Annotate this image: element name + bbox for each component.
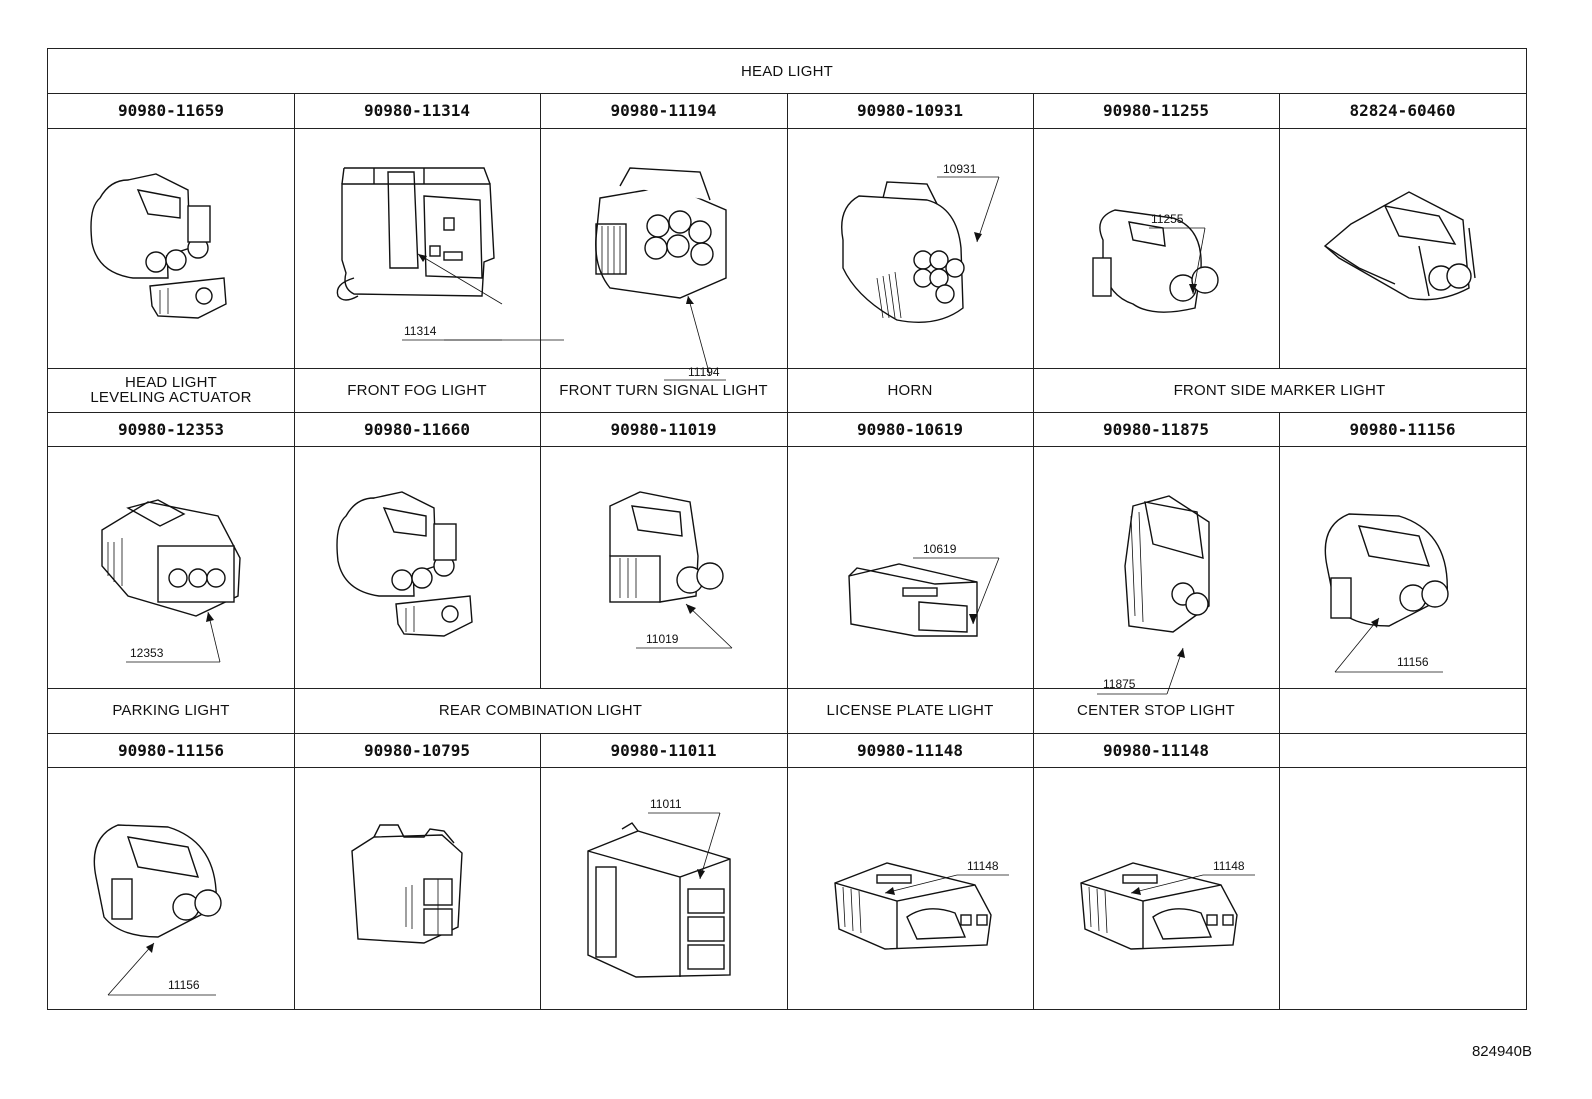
connector-drawing: 10931 [787,128,1033,368]
connector-drawing: 11194 [540,128,787,381]
part-number: 90980-11156 [1349,420,1456,439]
connector-drawing: 10619 [787,446,1033,688]
connector-drawing: 11019 [540,446,787,688]
connector-drawing: 12353 [48,446,294,688]
callout-label: 11148 [967,859,999,873]
section-header: FRONT FOG LIGHT [347,381,487,399]
connector-drawing: 11148 [787,767,1033,1009]
part-number: 90980-11011 [610,740,717,760]
section-header: REAR COMBINATION LIGHT [438,702,643,719]
callout-label: 11194 [688,365,720,379]
callout-label: 11148 [1213,859,1245,873]
section-header: PARKING LIGHT [112,702,230,719]
section-header: HEAD LIGHT LEVELING ACTUATOR [90,374,252,406]
part-number: 90980-11255 [1103,101,1209,120]
connector-drawing: 11156 [48,767,294,1009]
part-number: 90980-11019 [610,420,717,439]
connector-drawing: 11011 [540,767,787,1009]
part-number: 90980-10931 [857,101,963,120]
connector-table: HEAD LIGHT 90980-11659 90980-11314 90980… [47,48,1527,1010]
part-number: 82824-60460 [1349,101,1456,120]
part-number: 90980-11148 [1103,740,1209,760]
connector-drawing [294,767,540,1009]
part-number: 90980-11148 [857,740,963,760]
section-header: LICENSE PLATE LIGHT [826,702,994,719]
table-title: HEAD LIGHT [740,62,833,80]
section-header: FRONT SIDE MARKER LIGHT [1173,381,1386,399]
part-number [1279,733,1526,767]
part-number: 90980-10619 [857,420,963,439]
part-number: 90980-11314 [364,101,470,120]
section-header: FRONT TURN SIGNAL LIGHT [559,381,768,399]
part-number: 90980-11875 [1103,420,1209,439]
callout-label: 10619 [923,542,957,556]
connector-drawing [294,446,540,688]
callout-label: 11255 [1151,212,1184,226]
part-number: 90980-11156 [118,740,224,760]
connector-drawing [1279,128,1526,368]
callout-label: 11019 [646,632,679,646]
callout-label: 12353 [130,646,164,660]
callout-label: 10931 [943,162,977,176]
connector-drawing: 11314 [294,128,564,368]
part-number: 90980-11659 [118,101,224,120]
callout-label: 11011 [650,797,682,811]
part-number: 90980-11194 [610,101,717,120]
connector-drawing: 11156 [1279,446,1526,688]
section-header: HORN [887,381,933,399]
callout-label: 11314 [404,324,437,338]
part-number: 90980-12353 [118,420,224,439]
callout-label: 11875 [1103,677,1136,691]
part-number: 90980-11660 [364,420,470,439]
callout-label: 11156 [1397,655,1429,669]
connector-drawing [48,128,294,368]
section-header: CENTER STOP LIGHT [1077,702,1235,719]
part-number: 90980-10795 [364,740,470,760]
connector-drawing: 11875 [1033,446,1279,695]
callout-label: 11156 [168,978,200,992]
empty-cell [1279,767,1526,1009]
diagram-code: 824940B [1471,1043,1532,1060]
connector-drawing: 11148 [1033,767,1279,1009]
connector-drawing: 11255 [1033,128,1279,368]
